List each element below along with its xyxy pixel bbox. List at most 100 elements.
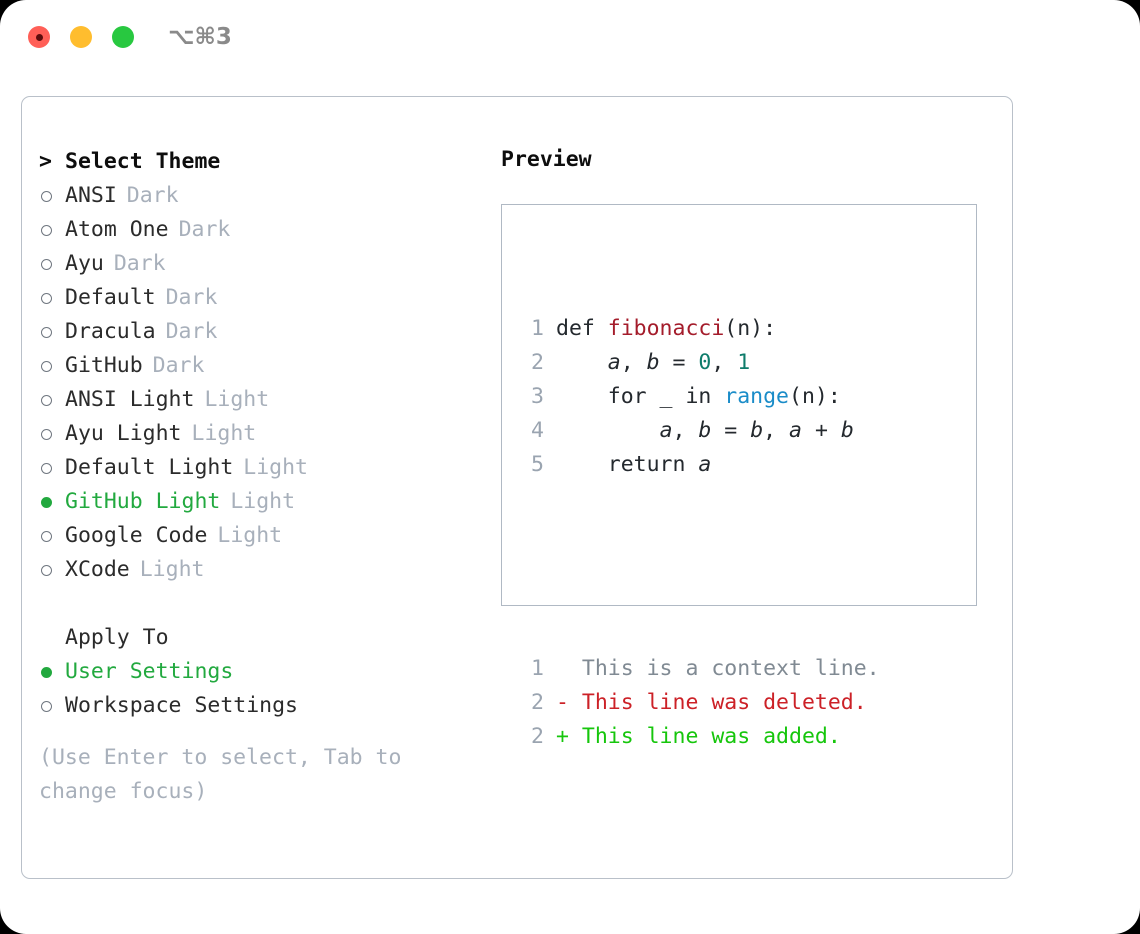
bullet — [41, 667, 52, 678]
code-token: , — [763, 417, 790, 443]
code-token: a — [789, 417, 802, 443]
bullet — [41, 225, 52, 236]
code-token: range — [724, 383, 790, 409]
line-number: 1 — [531, 315, 544, 341]
theme-item-label: Default — [65, 285, 156, 310]
code-token: (n): — [724, 315, 777, 341]
code-token: a — [607, 349, 621, 375]
code-token: return — [556, 451, 699, 477]
line-number: 2 — [531, 723, 544, 749]
code-line: 5 return a — [516, 448, 880, 482]
bullet — [41, 395, 52, 406]
preview-title: Preview — [501, 147, 592, 172]
line-number: 3 — [531, 383, 544, 409]
diff-sign: + — [556, 723, 569, 749]
code-token: + — [802, 417, 841, 443]
apply-to-title: Apply To — [65, 625, 169, 650]
diff-line-ctx: 1 This is a context line. — [516, 652, 880, 686]
code-token: , — [711, 349, 738, 375]
window-controls — [28, 26, 134, 48]
line-number: 2 — [531, 349, 544, 375]
theme-item-label: Google Code — [65, 523, 208, 548]
theme-item-label: XCode — [65, 557, 130, 582]
code-token: def — [556, 315, 608, 341]
theme-item-ansi[interactable]: ANSI Dark — [39, 183, 489, 217]
theme-item-badge: Light — [139, 557, 205, 582]
apply-to-item-label: Workspace Settings — [65, 693, 298, 718]
bullet — [41, 463, 52, 474]
diff-line-add: 2 + This line was added. — [516, 720, 880, 754]
code-token — [556, 350, 608, 375]
code-token: 1 — [737, 349, 751, 375]
theme-item-dracula[interactable]: Dracula Dark — [39, 319, 489, 353]
theme-item-label: Dracula — [65, 319, 156, 344]
help-text: (Use Enter to select, Tab to change focu… — [39, 745, 402, 804]
theme-item-label: GitHub Light — [65, 489, 221, 514]
theme-item-label: Ayu — [65, 251, 104, 276]
theme-item-badge: Dark — [165, 319, 218, 344]
theme-item-badge: Light — [243, 455, 309, 480]
code-token: 0 — [698, 349, 712, 375]
theme-item-badge: Dark — [152, 353, 205, 378]
bullet — [41, 565, 52, 576]
line-number: 1 — [531, 655, 544, 681]
diff-text: This line was added. — [568, 723, 841, 749]
section-title: Select Theme — [65, 149, 221, 174]
theme-item-label: ANSI Light — [65, 387, 195, 412]
apply-to-item-workspace-settings[interactable]: Workspace Settings — [39, 693, 489, 727]
theme-item-badge: Light — [230, 489, 296, 514]
code-token: , — [672, 417, 699, 443]
code-token: a — [659, 417, 673, 443]
theme-item-xcode[interactable]: XCode Light — [39, 557, 489, 591]
diff-sign: - — [556, 689, 569, 715]
bullet — [41, 497, 52, 508]
line-number: 4 — [531, 417, 544, 443]
diff-line-del: 2- This line was deleted. — [516, 686, 880, 720]
maximize-button[interactable] — [112, 26, 134, 48]
code-token: b — [750, 417, 764, 443]
theme-item-atom-one[interactable]: Atom One Dark — [39, 217, 489, 251]
code-token — [556, 418, 660, 443]
apply-to-item-user-settings[interactable]: User Settings — [39, 659, 489, 693]
list-spacer — [39, 591, 489, 625]
theme-item-badge: Dark — [126, 183, 179, 208]
close-button[interactable] — [28, 26, 50, 48]
theme-item-badge: Dark — [113, 251, 166, 276]
theme-item-ayu[interactable]: Ayu Dark — [39, 251, 489, 285]
theme-item-github-light[interactable]: GitHub Light Light — [39, 489, 489, 523]
bullet — [41, 361, 52, 372]
bullet — [41, 259, 52, 270]
code-token: b — [646, 349, 660, 375]
theme-item-label: Ayu Light — [65, 421, 182, 446]
keyboard-shortcut-label: ⌥⌘3 — [168, 24, 232, 50]
bullet — [41, 531, 52, 542]
minimize-button[interactable] — [70, 26, 92, 48]
code-line: 2 a, b = 0, 1 — [516, 346, 880, 380]
code-token: b — [698, 417, 712, 443]
select-theme-header: > Select Theme — [39, 149, 489, 183]
code-token: fibonacci — [607, 315, 725, 341]
diff-text: This line was deleted. — [568, 689, 867, 715]
theme-item-label: ANSI — [65, 183, 117, 208]
code-token: = — [711, 417, 751, 443]
code-line: 4 a, b = b, a + b — [516, 414, 880, 448]
code-line: 1 def fibonacci(n): — [516, 312, 880, 346]
diff-text: This is a context line. — [568, 655, 880, 681]
bullet — [41, 701, 52, 712]
code-token: (n): — [789, 383, 841, 409]
theme-item-badge: Dark — [178, 217, 231, 242]
cursor-indicator: > — [39, 149, 52, 174]
theme-item-label: Atom One — [65, 217, 169, 242]
